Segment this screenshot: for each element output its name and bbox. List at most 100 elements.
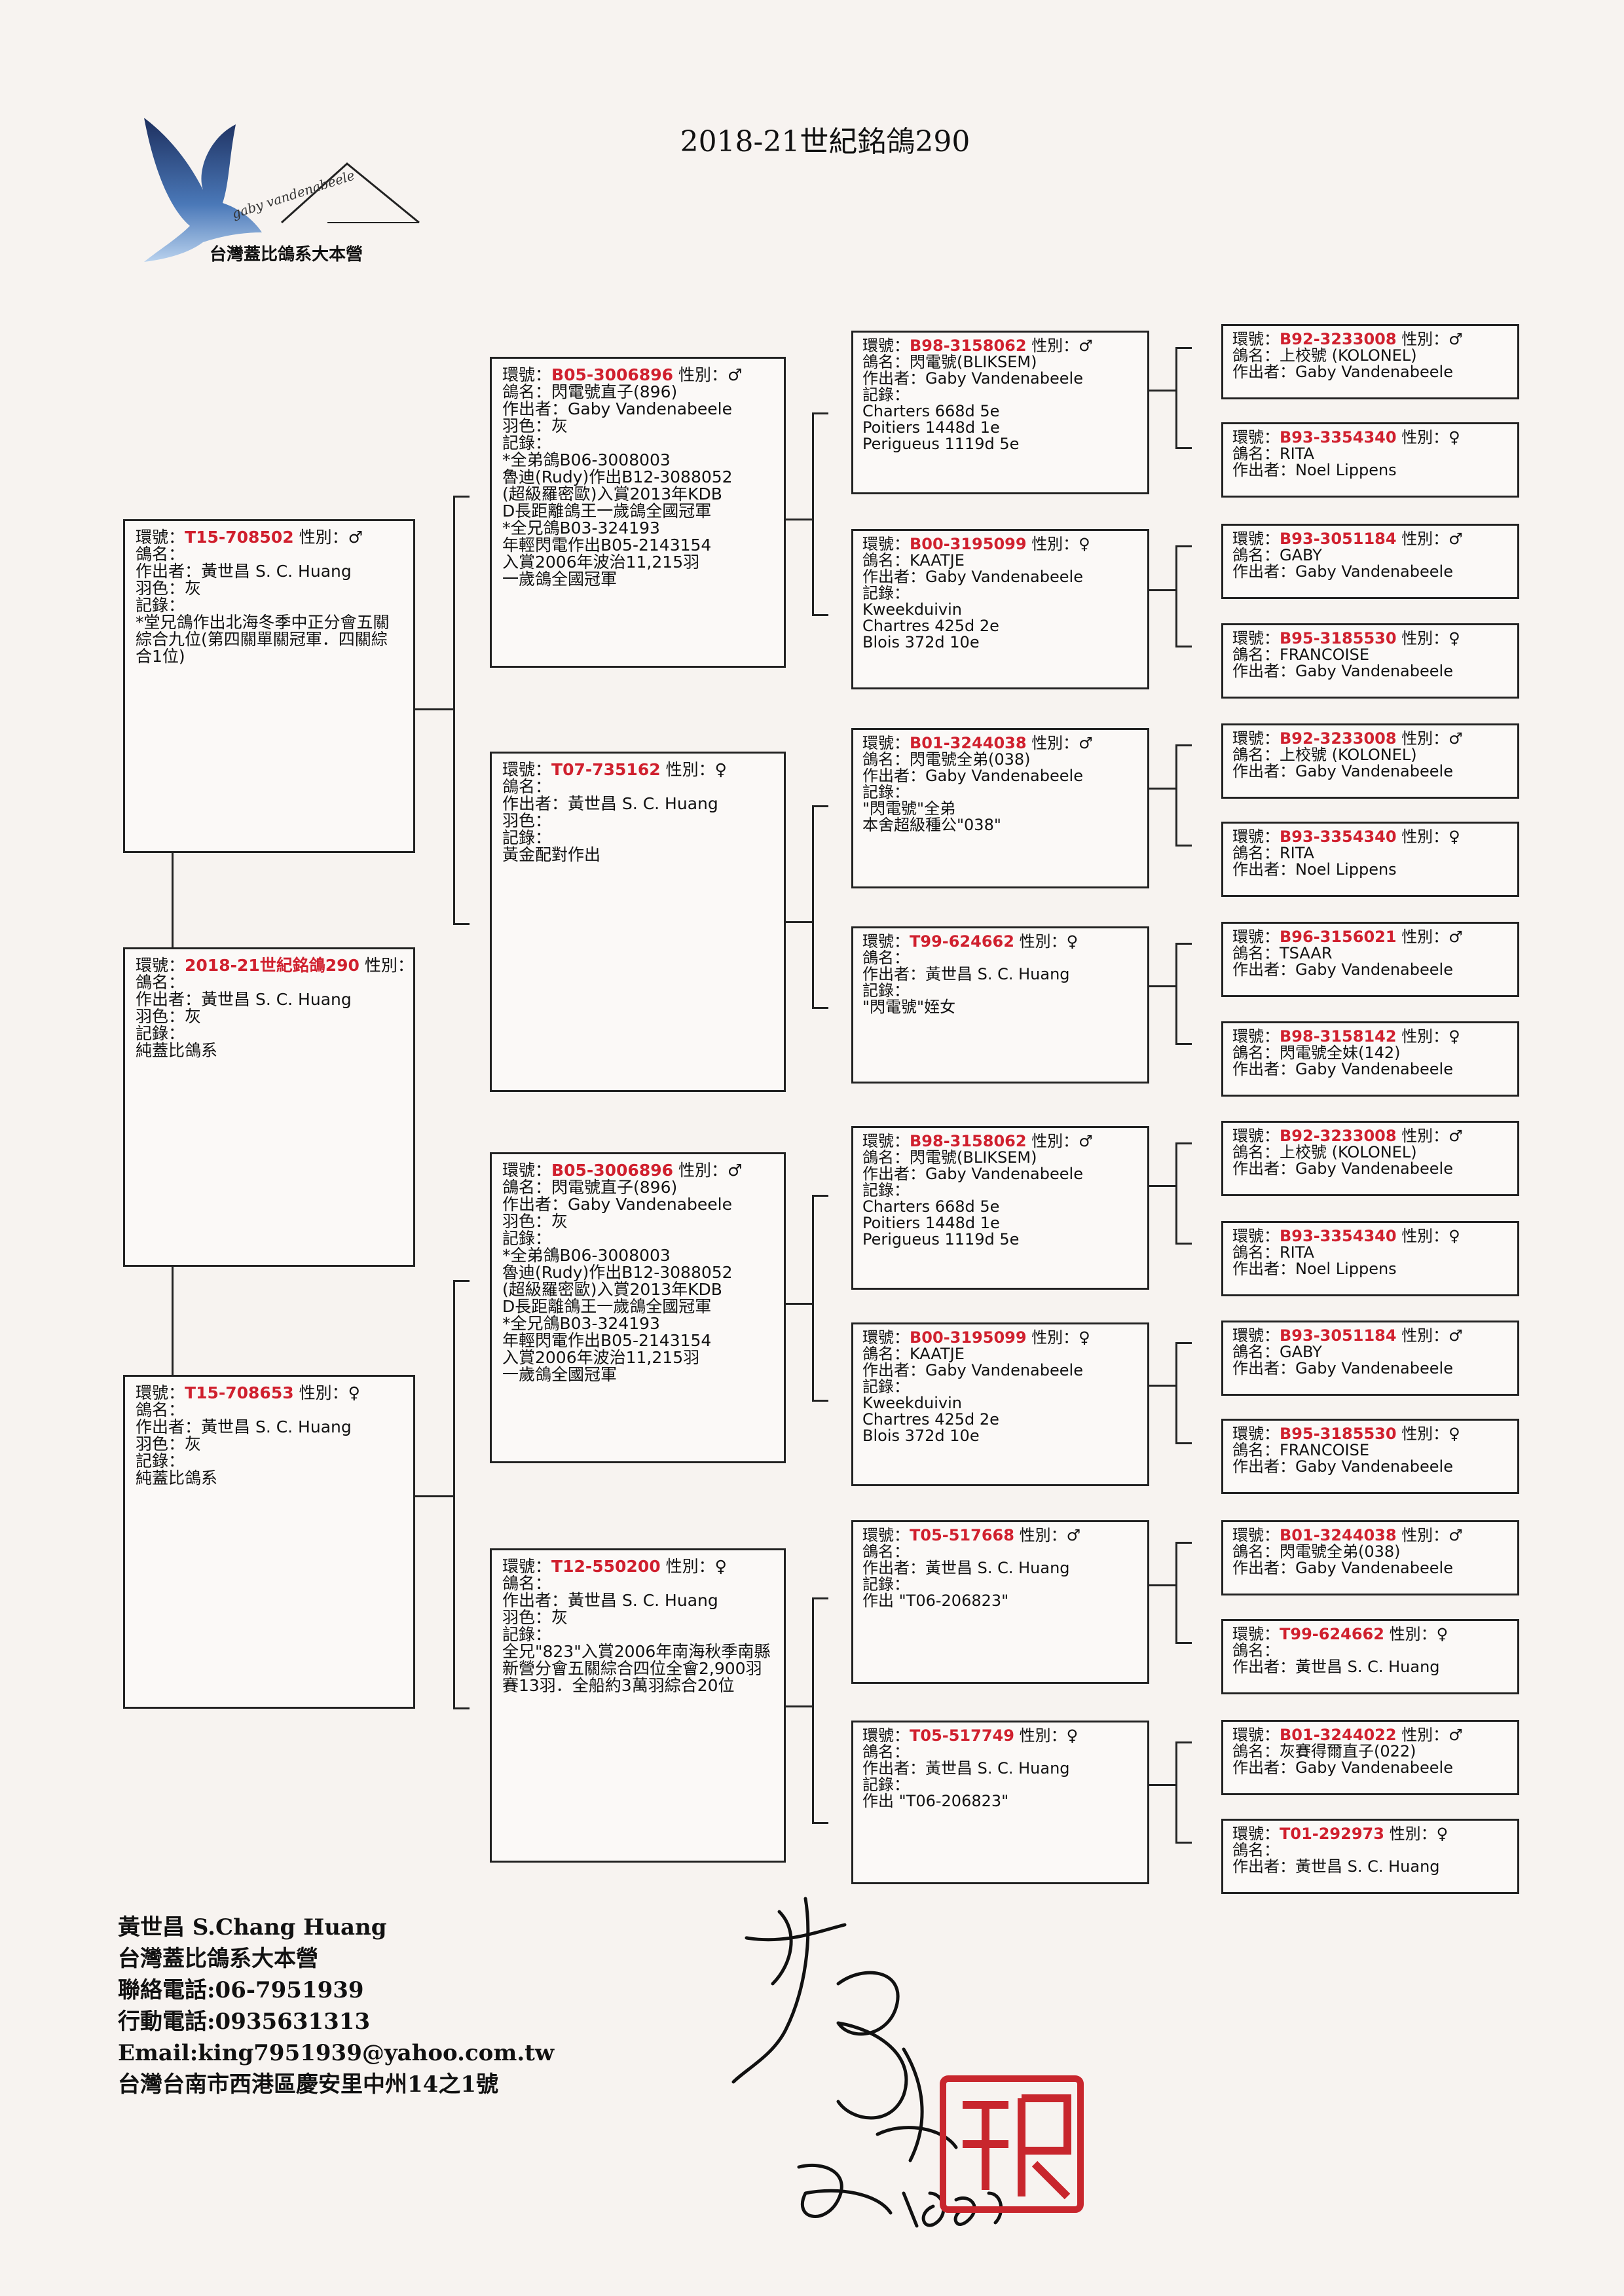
subject-card: 環號：2018-21世紀銘鴿290 性別：未知鴿名：作出者：黃世昌 S. C. … [123,947,415,1267]
sex-label: 性別：♂ [1019,1526,1081,1544]
sex-label: 性別：♂ [1401,1127,1463,1145]
sire-dam-card: 環號：T07-735162 性別：♀鴿名：作出者：黃世昌 S. C. Huang… [490,752,786,1092]
detail-line: D長距離鴿王一歲鴿全國冠軍 [502,501,712,520]
detail-line: 作出者：Gaby Vandenabeele [1232,662,1453,680]
ring-label: 環號： [136,1383,185,1402]
detail-line: Blois 372d 10e [862,1427,980,1445]
ring-label: 環號： [1232,1625,1280,1643]
detail-line: 記錄： [136,1024,185,1043]
ring-label: 環號： [1232,330,1280,348]
detail-line: 入賞2006年波治11,215羽 [502,1348,700,1367]
detail-line: 作出者：Gaby Vandenabeele [1232,1559,1453,1577]
detail-line: 羽色：灰 [136,1434,202,1453]
detail-line: Kweekduivin [862,600,962,619]
ring-line: 環號：T15-708653 性別：♀ [136,1385,403,1402]
detail-line: 記錄： [502,1229,552,1248]
ring-label: 環號： [862,1526,910,1544]
detail-line: 鴿名：閃電號全弟(038) [1232,1542,1401,1561]
detail-line: *全兄鴿B03-324193 [502,1314,660,1333]
ring-number: T99-624662 [1280,1625,1384,1643]
connector [786,1303,812,1305]
detail-line: 作出者：黃世昌 S. C. Huang [502,794,718,813]
ring-line: 環號：T15-708502 性別：♂ [136,529,403,546]
great-grandparent-14-card: 環號：T99-624662 性別：♀鴿名：作出者：黃世昌 S. C. Huang [1221,1619,1519,1694]
connector [1149,390,1175,392]
great-grandparent-8-card: 環號：B98-3158142 性別：♀鴿名：閃電號全妹(142)作出者：Gaby… [1221,1021,1519,1097]
detail-line: 記錄： [862,386,910,404]
ring-label: 環號： [1232,1526,1280,1544]
ring-line: 環號：B98-3158062 性別：♂ [862,338,1138,354]
detail-line: 作出者：黃世昌 S. C. Huang [1232,1857,1440,1876]
sex-label: 性別：♀ [1031,535,1090,553]
sex-label: 性別：♂ [678,365,743,384]
ring-number: T12-550200 [551,1557,661,1576]
detail-line: 鴿名：閃電號(BLIKSEM) [862,1148,1037,1167]
ring-number: B00-3195099 [910,1328,1027,1347]
detail-line: Poitiers 1448d 1e [862,1214,1000,1232]
ring-line: 環號：B01-3244038 性別：♂ [862,735,1138,752]
ring-label: 環號： [502,1557,552,1576]
ring-label: 環號： [502,1161,552,1180]
ring-line: 環號：T07-735162 性別：♀ [502,761,773,778]
ring-label: 環號： [1232,928,1280,946]
connector [1149,1784,1175,1786]
ring-line: 環號：B92-3233008 性別：♂ [1232,331,1508,348]
sex-label: 性別：♂ [1031,734,1093,752]
detail-line: 鴿名：RITA [1232,445,1314,463]
ring-number: B92-3233008 [1280,1127,1397,1145]
ring-label: 環號： [862,1328,910,1347]
ring-line: 環號：T12-550200 性別：♀ [502,1558,773,1575]
detail-line: 記錄： [862,981,910,1000]
detail-line: 作出者：黃世昌 S. C. Huang [136,990,352,1009]
detail-line: 黃金配對作出 [502,845,601,864]
detail-line: 作出者：Noel Lippens [1232,1260,1397,1278]
sex-label: 性別：♂ [1401,1726,1463,1744]
detail-line: "閃電號"全弟 [862,799,956,818]
bracket [1175,744,1192,847]
sex-label: 性別：♂ [1401,330,1463,348]
sex-label: 性別：♂ [678,1161,743,1180]
ring-number: B95-3185530 [1280,1425,1397,1443]
detail-line: 作出者：Gaby Vandenabeele [862,568,1083,586]
detail-line: 鴿名：RITA [1232,844,1314,862]
ring-label: 環號： [1232,828,1280,846]
detail-line: Charters 668d 5e [862,402,1000,420]
detail-line: 作出者：黃世昌 S. C. Huang [862,1759,1070,1777]
detail-line: 作出者：Gaby Vandenabeele [862,767,1083,785]
ring-line: 環號：2018-21世紀銘鴿290 性別：未知 [136,957,413,974]
detail-line: 鴿名：上校號 (KOLONEL) [1232,746,1417,764]
ring-line: 環號：B98-3158142 性別：♀ [1232,1029,1508,1045]
granddam-4-card: 環號：T05-517749 性別：♀鴿名：作出者：黃世昌 S. C. Huang… [851,1721,1149,1884]
detail-line: D長距離鴿王一歲鴿全國冠軍 [502,1297,712,1316]
detail-line: 記錄： [502,828,552,847]
pigeon-logo [144,118,420,262]
ring-label: 環號： [1232,530,1280,548]
ring-number: T05-517749 [910,1726,1014,1745]
ring-number: B92-3233008 [1280,330,1397,348]
detail-line: 作出者：Gaby Vandenabeele [1232,363,1453,381]
great-grandparent-5-card: 環號：B92-3233008 性別：♂鴿名：上校號 (KOLONEL)作出者：G… [1221,723,1519,799]
detail-line: 羽色：灰 [502,1608,568,1627]
detail-line: 年輕閃電作出B05-2143154 [502,536,712,555]
detail-line: 鴿名：FRANCOISE [1232,646,1370,664]
detail-line: 作出者：Gaby Vandenabeele [862,1165,1083,1183]
bracket [812,1195,828,1402]
ring-number: B92-3233008 [1280,729,1397,748]
ring-number: B01-3244022 [1280,1726,1397,1744]
ring-number: B93-3051184 [1280,530,1397,548]
great-grandparent-16-card: 環號：T01-292973 性別：♀鴿名：作出者：黃世昌 S. C. Huang [1221,1819,1519,1894]
detail-line: 記錄： [862,783,910,801]
bracket [1175,943,1192,1045]
sire-sire-card: 環號：B05-3006896 性別：♂鴿名：閃電號直子(896)作出者：Gaby… [490,357,786,668]
detail-line: 鴿名： [862,1542,910,1561]
bracket [812,412,828,616]
ring-line: 環號：B93-3051184 性別：♂ [1232,1328,1508,1344]
ring-number: B98-3158062 [910,337,1027,355]
ring-number: B05-3006896 [551,365,674,384]
detail-line: 作出者：Gaby Vandenabeele [502,1195,733,1214]
detail-line: 鴿名： [502,1574,552,1593]
